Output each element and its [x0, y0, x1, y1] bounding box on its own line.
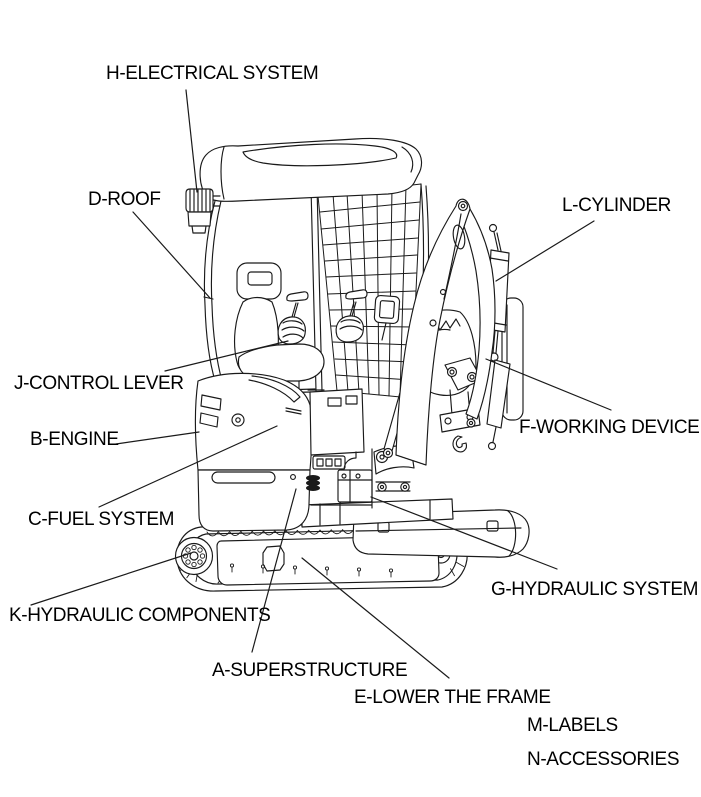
part-label-c-fuel-system: C-FUEL SYSTEM [28, 509, 175, 530]
leader-j-control-lever [164, 340, 289, 372]
side-panel [197, 469, 311, 532]
leader-g-hydraulic-system [370, 496, 558, 570]
part-label-m-labels: M-LABELS [527, 715, 618, 736]
leader-d-roof [132, 211, 211, 299]
engine-hood [194, 372, 313, 471]
lifting-hook [452, 435, 468, 453]
roof [199, 137, 423, 202]
leader-l-cylinder [495, 220, 595, 282]
part-label-j-control-lever: J-CONTROL LEVER [14, 373, 184, 394]
operator-seat [234, 262, 325, 392]
control-levers [277, 289, 401, 345]
leader-b-engine [115, 431, 200, 445]
deck-and-valves [306, 388, 373, 506]
part-label-b-engine: B-ENGINE [30, 429, 119, 450]
part-label-e-lower-the-frame: E-LOWER THE FRAME [354, 687, 551, 708]
part-label-h-electrical-system: H-ELECTRICAL SYSTEM [106, 63, 319, 84]
part-label-l-cylinder: L-CYLINDER [562, 195, 671, 216]
drive-sprocket [174, 536, 214, 576]
part-label-f-working-device: F-WORKING DEVICE [519, 417, 700, 438]
part-label-n-accessories: N-ACCESSORIES [527, 749, 680, 770]
leader-c-fuel-system [98, 425, 278, 508]
part-label-k-hydraulic-components: K-HYDRAULIC COMPONENTS [9, 605, 271, 626]
part-label-d-roof: D-ROOF [88, 189, 161, 210]
leader-f-working-device [485, 358, 612, 411]
part-label-a-superstructure: A-SUPERSTRUCTURE [212, 660, 408, 681]
arm [458, 208, 496, 428]
leader-k-hydraulic-components [30, 552, 192, 606]
part-label-g-hydraulic-system: G-HYDRAULIC SYSTEM [491, 579, 699, 600]
leader-a-superstructure [251, 488, 297, 653]
leader-h-electrical-system [185, 89, 198, 193]
electrical-box [185, 188, 221, 234]
leader-lines [30, 89, 612, 679]
boom [395, 198, 471, 466]
leader-e-lower-the-frame [301, 557, 450, 679]
